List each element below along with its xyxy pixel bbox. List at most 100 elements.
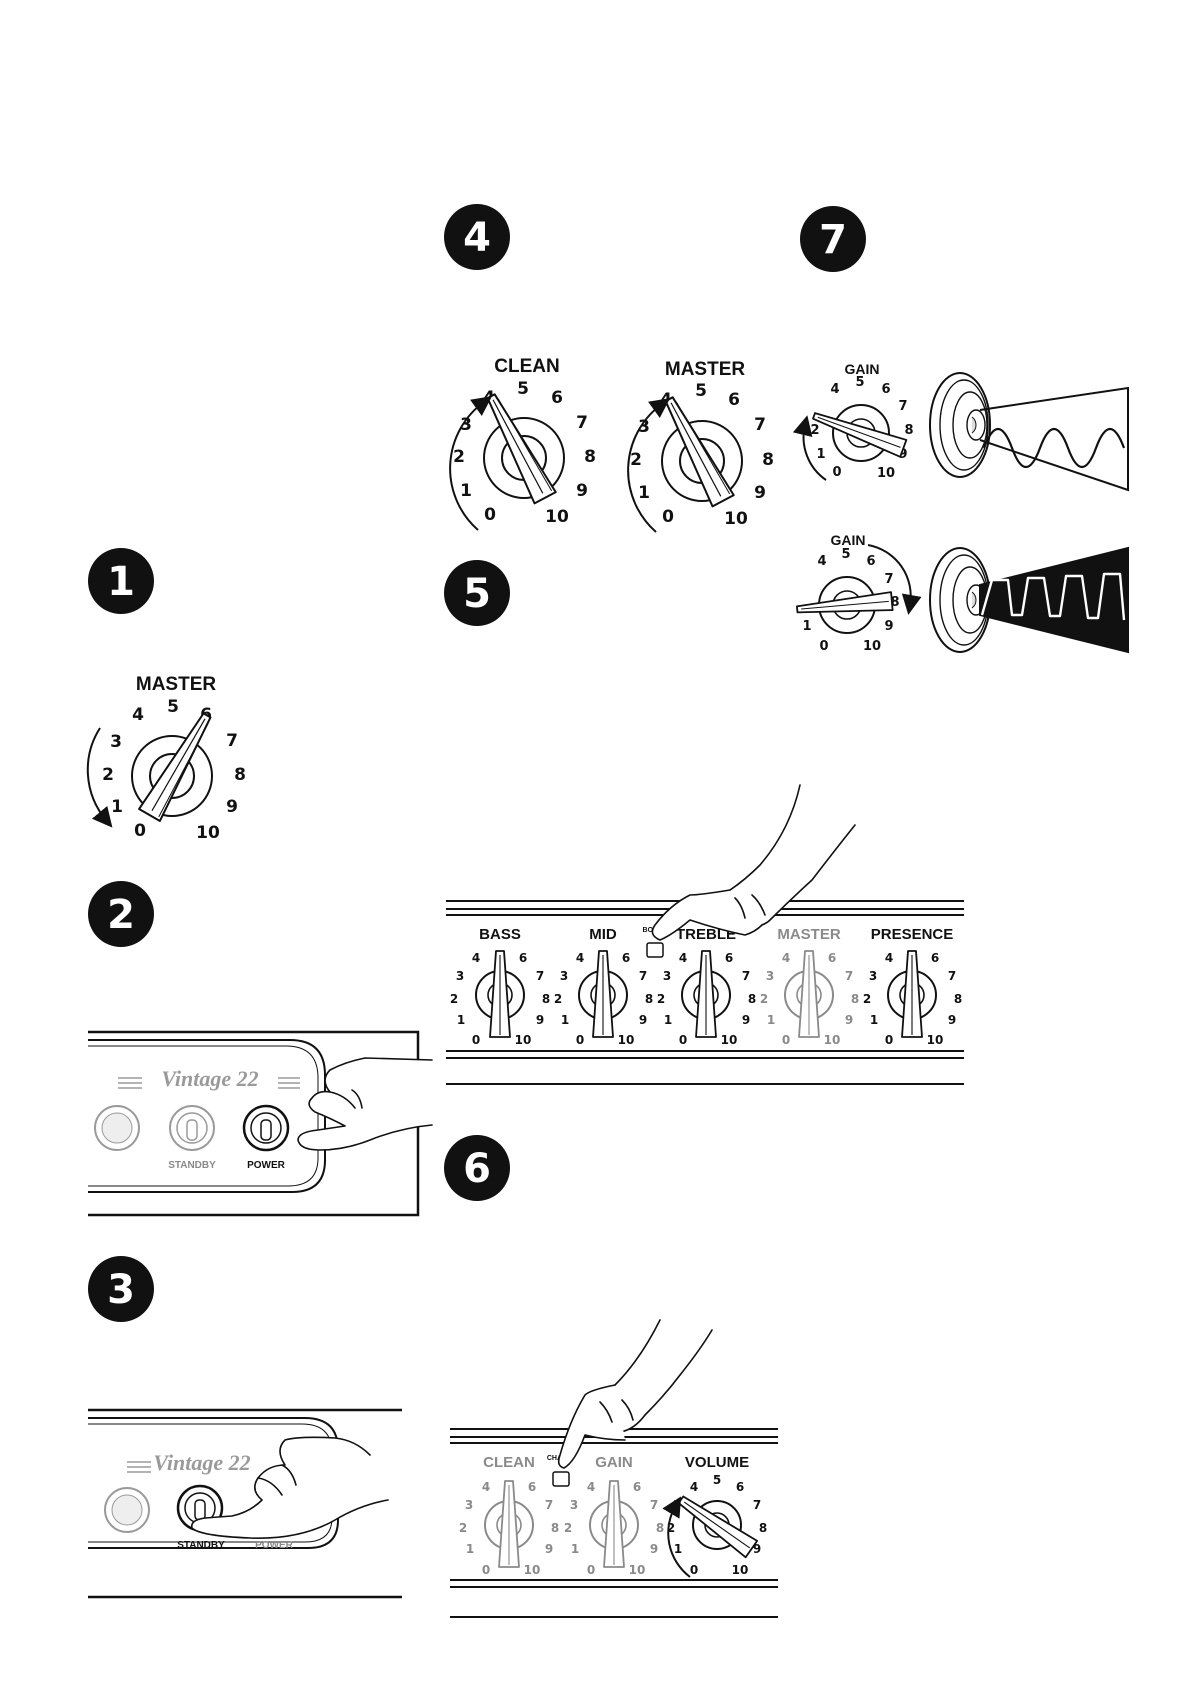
svg-text:0: 0 <box>662 507 674 527</box>
svg-text:4: 4 <box>679 951 687 965</box>
svg-text:0: 0 <box>587 1563 595 1577</box>
svg-text:6: 6 <box>736 1480 744 1494</box>
standby-label-2: STANDBY <box>177 1540 225 1551</box>
svg-text:9: 9 <box>639 1013 647 1027</box>
clean-knob-label: CLEAN <box>494 356 559 377</box>
svg-text:8: 8 <box>234 765 246 785</box>
svg-text:0: 0 <box>782 1033 790 1047</box>
standby-switch[interactable] <box>169 1105 215 1151</box>
svg-text:4: 4 <box>576 951 584 965</box>
svg-text:9: 9 <box>742 1013 750 1027</box>
step-5-badge: 5 <box>444 560 510 626</box>
svg-text:3: 3 <box>766 969 774 983</box>
step-2-amp-panel: Vintage 22 STANDBY POWER <box>88 1030 433 1217</box>
step-7-gain-high: GAIN 0 1 4 5 6 7 8 9 10 <box>796 532 1129 654</box>
svg-text:0: 0 <box>819 639 828 654</box>
clean-knob-channel[interactable]: CLEAN 0 1 2 3 4 6 7 8 9 10 <box>459 1454 559 1577</box>
svg-text:10: 10 <box>721 1033 738 1047</box>
power-switch[interactable] <box>242 1104 290 1152</box>
svg-text:3: 3 <box>460 415 472 435</box>
svg-text:10: 10 <box>629 1563 646 1577</box>
svg-text:6: 6 <box>931 951 939 965</box>
bass-knob[interactable]: BASS 0 1 2 3 4 6 7 8 9 10 <box>450 926 550 1047</box>
svg-text:1: 1 <box>561 1013 569 1027</box>
svg-text:4: 4 <box>132 705 144 725</box>
power-label: POWER <box>247 1160 286 1171</box>
svg-text:2: 2 <box>630 450 642 470</box>
svg-text:1: 1 <box>674 1542 682 1556</box>
svg-text:2: 2 <box>102 765 114 785</box>
svg-text:9: 9 <box>650 1542 658 1556</box>
svg-text:2: 2 <box>554 992 562 1006</box>
svg-text:9: 9 <box>226 797 238 817</box>
svg-text:6: 6 <box>866 554 875 569</box>
svg-text:0: 0 <box>832 465 841 480</box>
svg-text:3: 3 <box>465 1498 473 1512</box>
svg-text:3: 3 <box>869 969 877 983</box>
svg-text:2: 2 <box>450 992 458 1006</box>
gain-knob-channel[interactable]: GAIN 0 1 2 3 4 6 7 8 9 10 <box>564 1454 664 1577</box>
volume-knob[interactable]: VOLUME 0 1 2 3 4 5 6 7 8 9 10 <box>662 1454 767 1578</box>
step-4-master-knob: MASTER 0 1 2 3 4 5 6 7 8 9 10 <box>627 359 774 533</box>
svg-text:7: 7 <box>884 572 893 587</box>
svg-text:6: 6 <box>633 1480 641 1494</box>
clean-waveform <box>982 427 1126 469</box>
svg-text:MID: MID <box>589 926 617 943</box>
svg-text:4: 4 <box>885 951 893 965</box>
svg-text:6: 6 <box>528 1480 536 1494</box>
svg-text:0: 0 <box>484 505 496 525</box>
step-6-badge: 6 <box>444 1135 510 1201</box>
power-label-2: POWER <box>255 1540 294 1551</box>
svg-text:10: 10 <box>515 1033 532 1047</box>
svg-text:2: 2 <box>667 1521 675 1535</box>
mid-knob[interactable]: MID 0 1 2 3 4 6 7 8 9 10 <box>554 926 653 1047</box>
svg-text:0: 0 <box>885 1033 893 1047</box>
svg-text:10: 10 <box>927 1033 944 1047</box>
master-knob-eq-panel[interactable]: MASTER 0 1 2 3 4 6 7 8 9 10 <box>760 926 859 1047</box>
svg-text:9: 9 <box>545 1542 553 1556</box>
svg-text:0: 0 <box>679 1033 687 1047</box>
svg-text:GAIN: GAIN <box>595 1454 633 1471</box>
svg-text:1: 1 <box>802 619 811 634</box>
treble-knob[interactable]: TREBLE 0 1 2 3 4 6 7 8 9 10 <box>657 926 756 1047</box>
svg-text:8: 8 <box>542 992 550 1006</box>
svg-text:1: 1 <box>870 1013 878 1027</box>
svg-text:3: 3 <box>570 1498 578 1512</box>
svg-text:6: 6 <box>881 382 890 397</box>
svg-text:3: 3 <box>663 969 671 983</box>
standby-label: STANDBY <box>168 1160 216 1171</box>
svg-text:0: 0 <box>576 1033 584 1047</box>
svg-text:9: 9 <box>884 619 893 634</box>
svg-text:9: 9 <box>754 483 766 503</box>
svg-text:5: 5 <box>463 571 491 617</box>
amp-brand-logo-2: Vintage 22 <box>153 1450 250 1475</box>
hand-pointing-icon <box>297 1057 433 1151</box>
hand-pointing-icon-2 <box>190 1436 389 1539</box>
svg-text:6: 6 <box>551 388 563 408</box>
svg-text:8: 8 <box>954 992 962 1006</box>
pilot-light-2 <box>104 1487 150 1533</box>
svg-text:5: 5 <box>713 1473 721 1487</box>
svg-text:4: 4 <box>587 1480 595 1494</box>
svg-text:7: 7 <box>754 415 766 435</box>
hand-pointing-icon-3 <box>725 784 856 928</box>
svg-text:7: 7 <box>898 399 907 414</box>
svg-text:10: 10 <box>863 639 881 654</box>
svg-text:5: 5 <box>517 379 529 399</box>
channel-switch[interactable]: CHAN <box>547 1455 570 1487</box>
svg-text:1: 1 <box>460 481 472 501</box>
svg-text:2: 2 <box>564 1521 572 1535</box>
svg-text:10: 10 <box>877 466 895 481</box>
presence-knob[interactable]: PRESENCE 0 1 2 3 4 6 7 8 9 10 <box>863 926 962 1047</box>
svg-text:10: 10 <box>618 1033 635 1047</box>
svg-text:7: 7 <box>650 1498 658 1512</box>
svg-text:9: 9 <box>845 1013 853 1027</box>
gain-knob-label-high: GAIN <box>831 532 866 548</box>
svg-text:1: 1 <box>111 797 123 817</box>
svg-text:10: 10 <box>824 1033 841 1047</box>
svg-text:6: 6 <box>622 951 630 965</box>
step-1-badge: 1 <box>88 548 154 614</box>
svg-text:4: 4 <box>782 951 790 965</box>
svg-text:1: 1 <box>466 1542 474 1556</box>
